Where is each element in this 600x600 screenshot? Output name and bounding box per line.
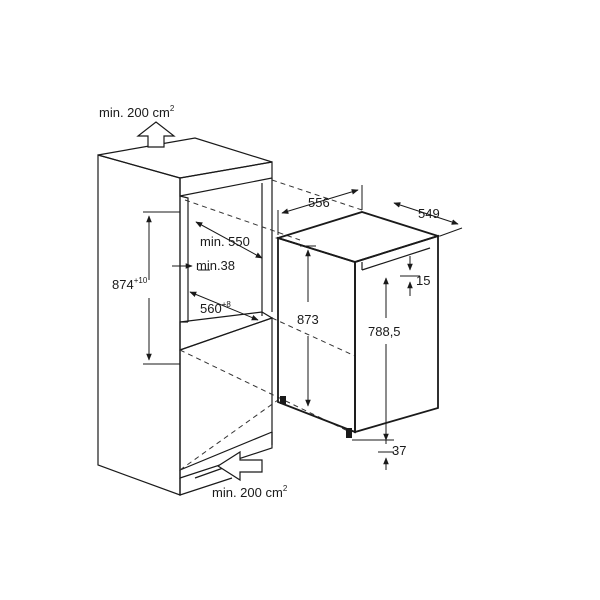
cabinet-side-panel [97, 154, 181, 496]
niche-depth-label: min. 550 [200, 234, 250, 249]
niche-depth-dimension [195, 221, 263, 259]
vent-top-arrow [136, 121, 176, 148]
niche-height-label: 874+10 [112, 276, 148, 292]
door-top-offset-dimension [400, 256, 420, 296]
appliance-foot [280, 396, 286, 404]
appliance-width-dimension [277, 185, 363, 235]
appliance-height-dimension [300, 245, 316, 407]
door-height-dimension [352, 277, 394, 441]
appliance-width-label: 556 [308, 195, 330, 210]
vent-top-label: min. 200 cm2 [99, 104, 175, 120]
door-top-offset-label: 15 [416, 273, 430, 288]
appliance-top [274, 211, 441, 263]
appliance [274, 211, 441, 438]
door-bottom-offset-label: 37 [392, 443, 406, 458]
cabinet-top [97, 137, 273, 179]
cabinet [97, 137, 274, 496]
gap-label: min.38 [196, 258, 235, 273]
appliance-height-label: 873 [297, 312, 319, 327]
vent-bottom-arrow [216, 450, 263, 482]
niche-width-dimension [189, 291, 259, 321]
cabinet-lower-shelf [179, 311, 274, 351]
niche-width-label: 560+8 [200, 300, 231, 316]
vent-bottom-label: min. 200 cm2 [212, 484, 288, 500]
appliance-depth-label: 549 [418, 206, 440, 221]
gap-dimension [172, 263, 210, 271]
appliance-foot [346, 428, 352, 438]
door-height-label: 788,5 [368, 324, 401, 339]
door-bottom-offset-dimension [378, 440, 394, 470]
appliance-depth-dimension [393, 202, 463, 237]
cabinet-top-rail [179, 161, 273, 197]
niche-height-dimension [143, 211, 180, 365]
appliance-door [354, 234, 439, 434]
cabinet-lower-front [179, 317, 273, 471]
projection-lines [179, 179, 363, 471]
